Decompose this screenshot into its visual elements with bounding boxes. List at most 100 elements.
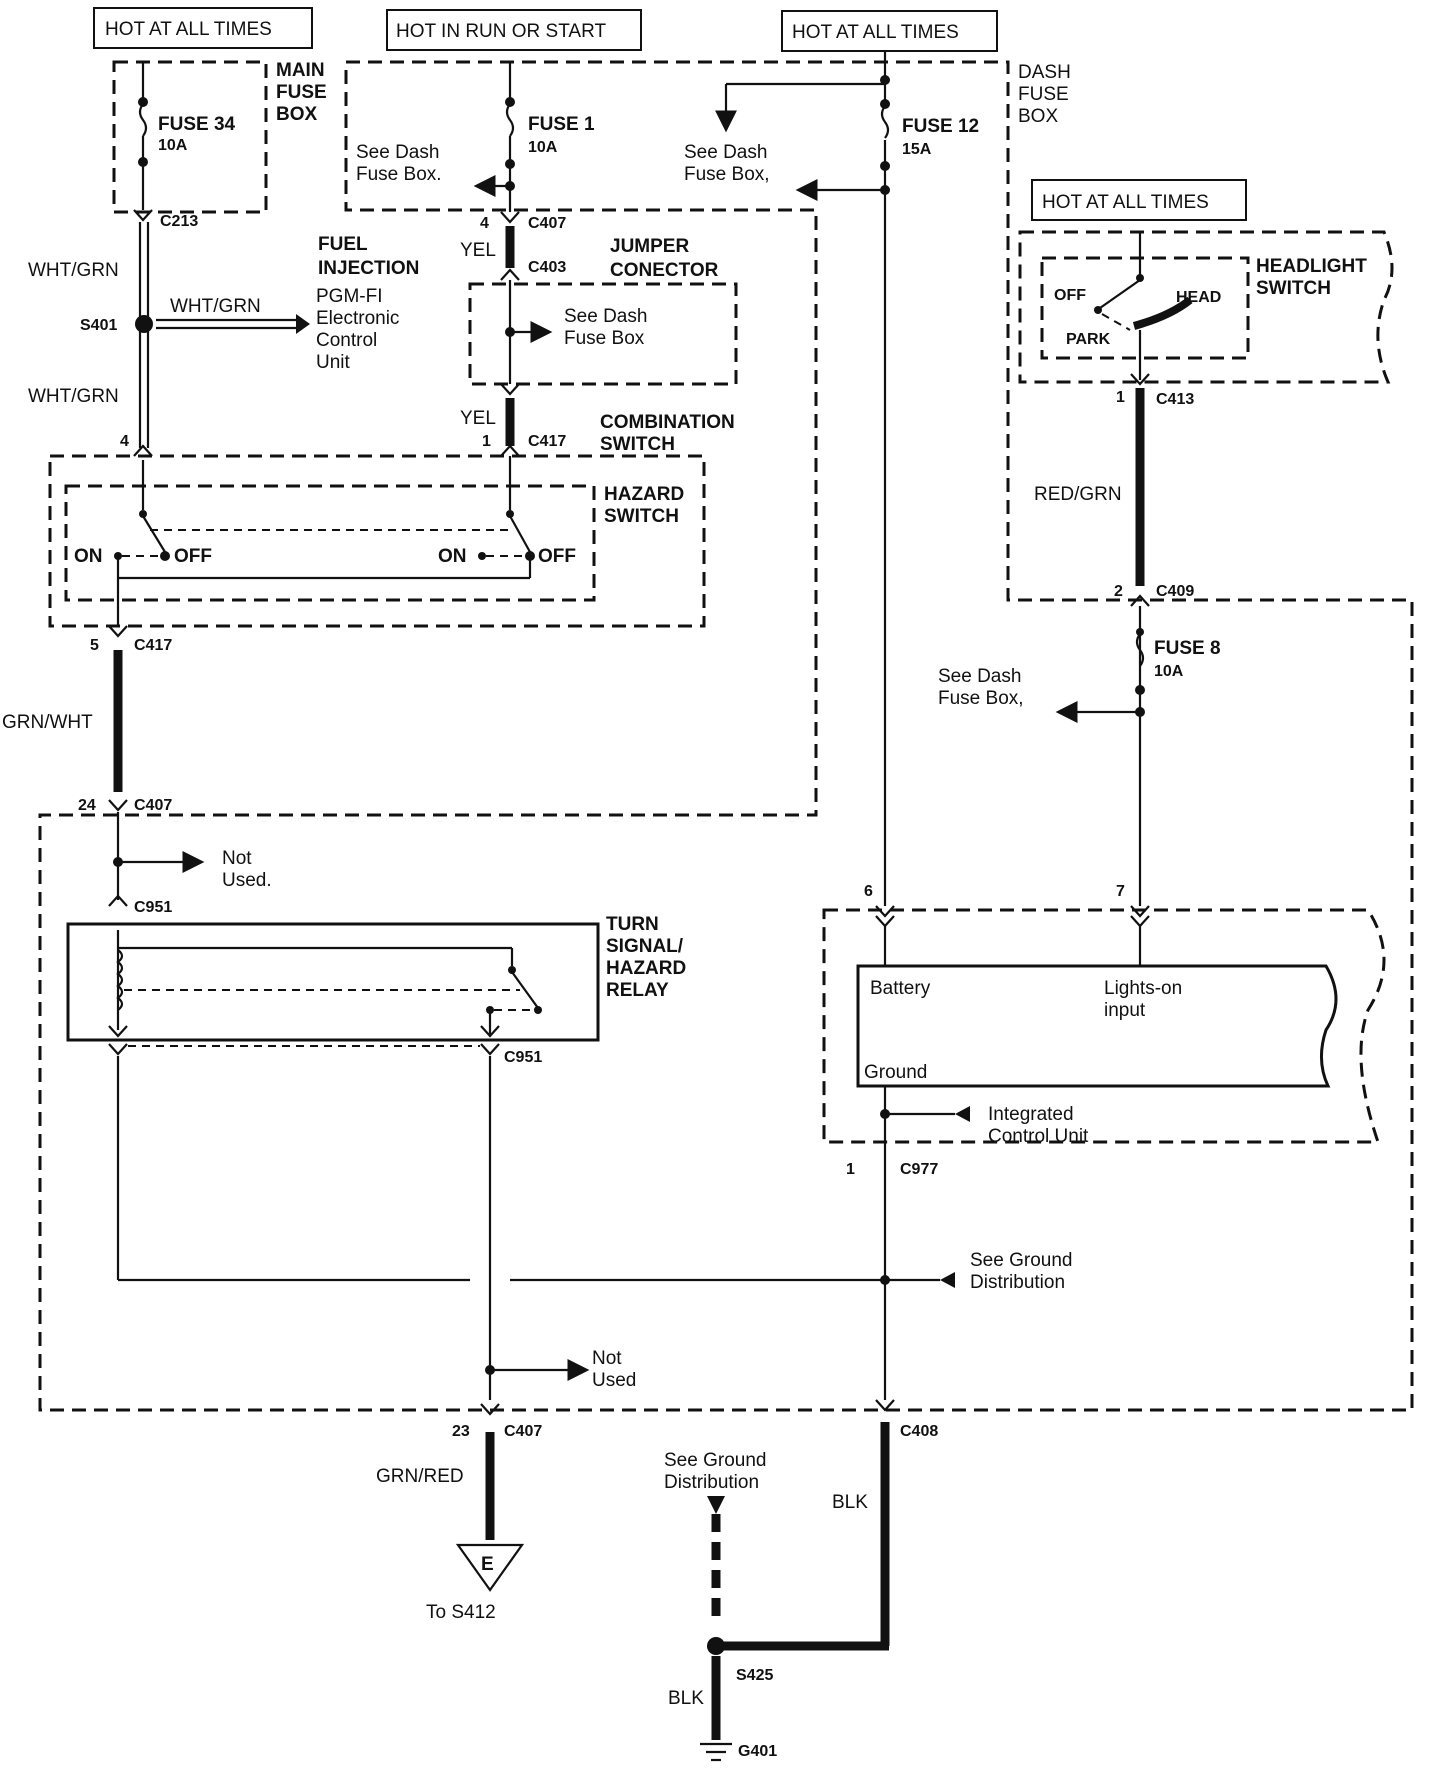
hot-label: HOT AT ALL TIMES — [792, 22, 959, 43]
not-used-label: Used — [592, 1370, 636, 1391]
fuse-8-amp: 10A — [1154, 663, 1184, 680]
combination-switch-label: COMBINATION — [600, 412, 735, 433]
connector-e-symbol: E — [481, 1554, 494, 1575]
fuel-injection-label: FUEL — [318, 234, 368, 255]
pin-number: 1 — [846, 1161, 855, 1178]
connector-label: C213 — [160, 213, 198, 230]
hazard-switch-label: HAZARD — [604, 484, 684, 505]
pin-number: 2 — [1114, 583, 1123, 600]
connector-label: C417 — [134, 637, 172, 654]
switch-position-label: ON — [74, 546, 103, 567]
fuse-1-label: FUSE 1 — [528, 114, 595, 135]
icu-battery-label: Battery — [870, 978, 931, 999]
turn-signal-relay-label: SIGNAL/ — [606, 936, 684, 957]
see-dash-fuse-box-ref: See Dash — [564, 306, 647, 327]
connector-label: C403 — [528, 259, 566, 276]
splice-s401 — [135, 315, 153, 333]
connector-label: C951 — [504, 1049, 542, 1066]
main-fuse-box-label: FUSE — [276, 82, 327, 103]
pin-number: 1 — [482, 433, 491, 450]
hazard-switch-outer-outline — [48, 454, 706, 628]
splice-label: S401 — [80, 317, 117, 334]
wire-color-label: YEL — [460, 240, 496, 261]
headlight-position-label: OFF — [1054, 287, 1086, 304]
see-dash-fuse-box-ref: Fuse Box. — [356, 164, 442, 185]
pin-number: 4 — [120, 433, 129, 450]
hot-at-all-times-box-mid: HOT AT ALL TIMES — [781, 10, 998, 52]
pin-number: 4 — [480, 215, 489, 232]
wire-color-label: GRN/WHT — [2, 712, 93, 733]
not-used-label: Not — [222, 848, 252, 869]
pin-number: 6 — [864, 883, 873, 900]
wire-color-label: RED/GRN — [1034, 484, 1122, 505]
splice-s425 — [707, 1637, 725, 1655]
see-dash-fuse-box-ref: Fuse Box — [564, 328, 645, 349]
icu-lights-on-label: Lights-on — [1104, 978, 1182, 999]
wire-color-label: WHT/GRN — [28, 260, 119, 281]
main-fuse-box-label: BOX — [276, 104, 318, 125]
pin-number: 7 — [1116, 883, 1125, 900]
combination-switch-label: SWITCH — [600, 434, 675, 455]
connector-label: C413 — [1156, 391, 1194, 408]
connector-label: C407 — [528, 215, 566, 232]
ground-distribution-ref: Distribution — [664, 1472, 759, 1493]
see-dash-fuse-box-ref: Fuse Box, — [938, 688, 1024, 709]
not-used-label: Used. — [222, 870, 272, 891]
jumper-connector-label: JUMPER — [610, 236, 689, 257]
dash-fuse-box-label: BOX — [1018, 106, 1058, 127]
pin-number: 5 — [90, 637, 99, 654]
to-s412-label: To S412 — [426, 1602, 496, 1623]
switch-position-label: OFF — [538, 546, 576, 567]
pgm-fi-label: Unit — [316, 352, 351, 373]
splice-label: S425 — [736, 1667, 773, 1684]
connector-label: C951 — [134, 899, 172, 916]
pin-number: 1 — [1116, 389, 1125, 406]
wire-color-label: YEL — [460, 408, 496, 429]
ground-distribution-ref: See Ground — [664, 1450, 766, 1471]
hot-in-run-box: HOT IN RUN OR START — [386, 9, 642, 51]
ground-distribution-ref: See Ground — [970, 1250, 1072, 1271]
wire-color-label: WHT/GRN — [170, 296, 261, 317]
connector-label: C409 — [1156, 583, 1194, 600]
wire-color-label: WHT/GRN — [28, 386, 119, 407]
connector-label: C407 — [504, 1423, 542, 1440]
see-dash-fuse-box-ref: See Dash — [356, 142, 439, 163]
icu-label: Integrated — [988, 1104, 1074, 1125]
connector-label: C407 — [134, 797, 172, 814]
wire-color-label: BLK — [668, 1688, 704, 1709]
ground-distribution-ref: Distribution — [970, 1272, 1065, 1293]
wire-color-label: BLK — [832, 1492, 868, 1513]
pin-number: 24 — [78, 797, 96, 814]
turn-signal-relay-label: TURN — [606, 914, 659, 935]
hot-label: HOT AT ALL TIMES — [105, 19, 272, 40]
dash-fuse-box-label: DASH — [1018, 62, 1071, 83]
hot-at-all-times-box-right: HOT AT ALL TIMES — [1031, 179, 1247, 221]
jumper-connector-outline — [468, 282, 738, 386]
wire-color-label: GRN/RED — [376, 1466, 464, 1487]
fuse-12-amp: 15A — [902, 141, 932, 158]
headlight-switch-label: HEADLIGHT — [1256, 256, 1367, 277]
headlight-switch-outer-outline — [1018, 230, 1394, 384]
connector-label: C417 — [528, 433, 566, 450]
headlight-switch-label: SWITCH — [1256, 278, 1331, 299]
main-fuse-box-outline — [112, 60, 268, 214]
dash-fuse-box-outline — [38, 60, 1414, 1412]
not-used-label: Not — [592, 1348, 622, 1369]
turn-signal-relay-label: RELAY — [606, 980, 669, 1001]
dash-fuse-box-label: FUSE — [1018, 84, 1069, 105]
headlight-switch-inner-outline — [1040, 256, 1250, 360]
hot-at-all-times-box-left: HOT AT ALL TIMES — [93, 7, 313, 49]
pin-number: 23 — [452, 1423, 470, 1440]
fuel-injection-label: INJECTION — [318, 258, 419, 279]
fuse-1-amp: 10A — [528, 139, 558, 156]
headlight-position-label: PARK — [1066, 331, 1111, 348]
connector-label: C977 — [900, 1161, 938, 1178]
icu-label: Control Unit — [988, 1126, 1089, 1147]
jumper-connector-label: CONECTOR — [610, 260, 719, 281]
ground-label: G401 — [738, 1743, 777, 1760]
hazard-switch-inner-outline — [64, 484, 596, 602]
connector-label: C408 — [900, 1423, 938, 1440]
see-dash-fuse-box-ref: See Dash — [684, 142, 767, 163]
fuse-34-amp: 10A — [158, 137, 188, 154]
pgm-fi-label: Electronic — [316, 308, 399, 329]
